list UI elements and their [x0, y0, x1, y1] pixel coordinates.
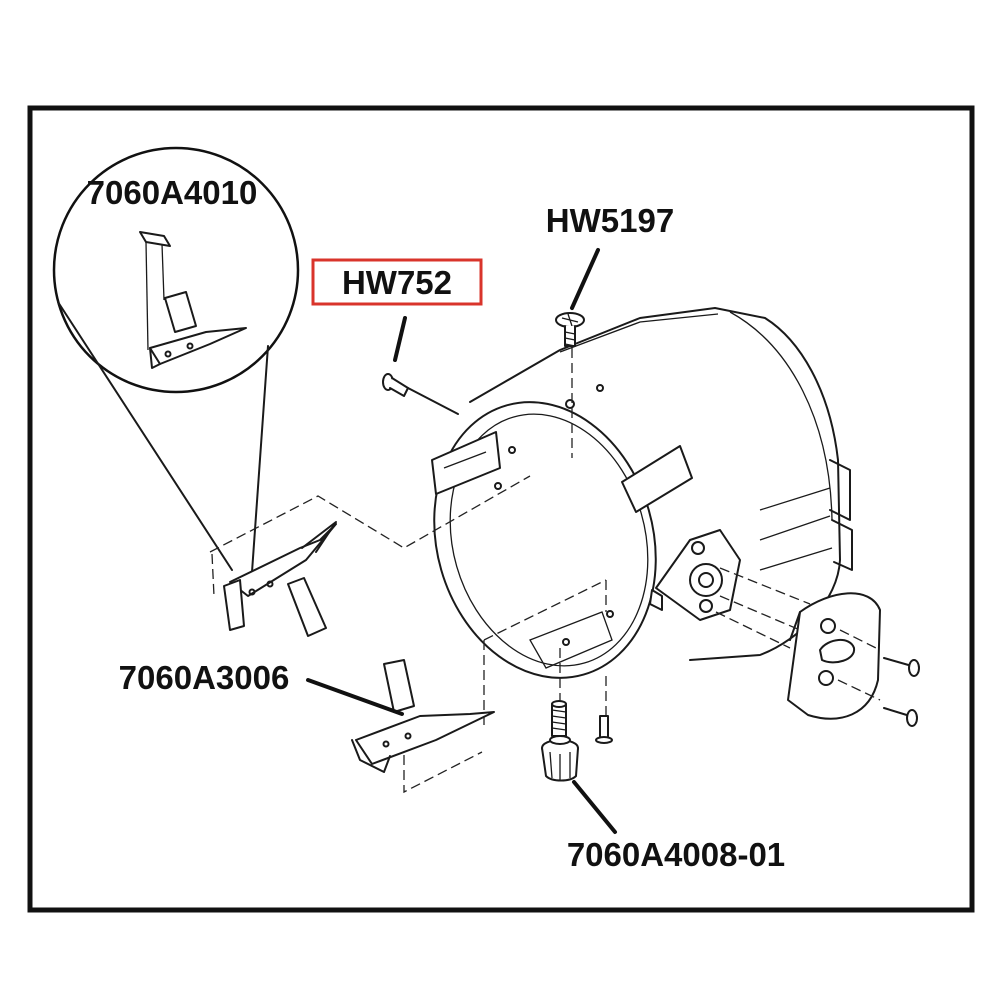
hw752-screw: [382, 373, 409, 397]
hw5197-screw: [555, 312, 585, 347]
label-hw5197: HW5197: [546, 202, 674, 239]
lower-bracket-part: [351, 659, 495, 773]
magnifier-ray-left: [57, 301, 233, 571]
leader-hw752: [393, 316, 407, 362]
side-plate: [787, 592, 881, 720]
detail-circle: [52, 146, 300, 394]
plate-screw-upper: [883, 657, 920, 677]
label-7060a4010: 7060A4010: [87, 174, 258, 211]
knob-part: [541, 700, 579, 782]
label-hw752: HW752: [342, 264, 452, 301]
magnifier-ray-right: [251, 345, 269, 573]
leader-7060a3006: [306, 678, 404, 716]
highlight-box: [311, 258, 483, 306]
diagram-frame: [27, 105, 975, 913]
plate-screw-lower: [883, 707, 918, 727]
label-7060a3006: 7060A3006: [119, 659, 290, 696]
leader-hw5197: [570, 248, 600, 310]
detail-clip-part: [139, 231, 247, 369]
bottom-screw: [595, 715, 613, 744]
upper-bracket-part: [223, 521, 337, 637]
detail-magnifier: [52, 146, 300, 573]
assembly-guide-lines: [209, 348, 881, 794]
label-7060a4008-01: 7060A4008-01: [567, 836, 785, 873]
leader-lines: [306, 248, 617, 834]
leader-7060a4008: [572, 780, 617, 834]
housing-cylinder: [431, 307, 853, 679]
